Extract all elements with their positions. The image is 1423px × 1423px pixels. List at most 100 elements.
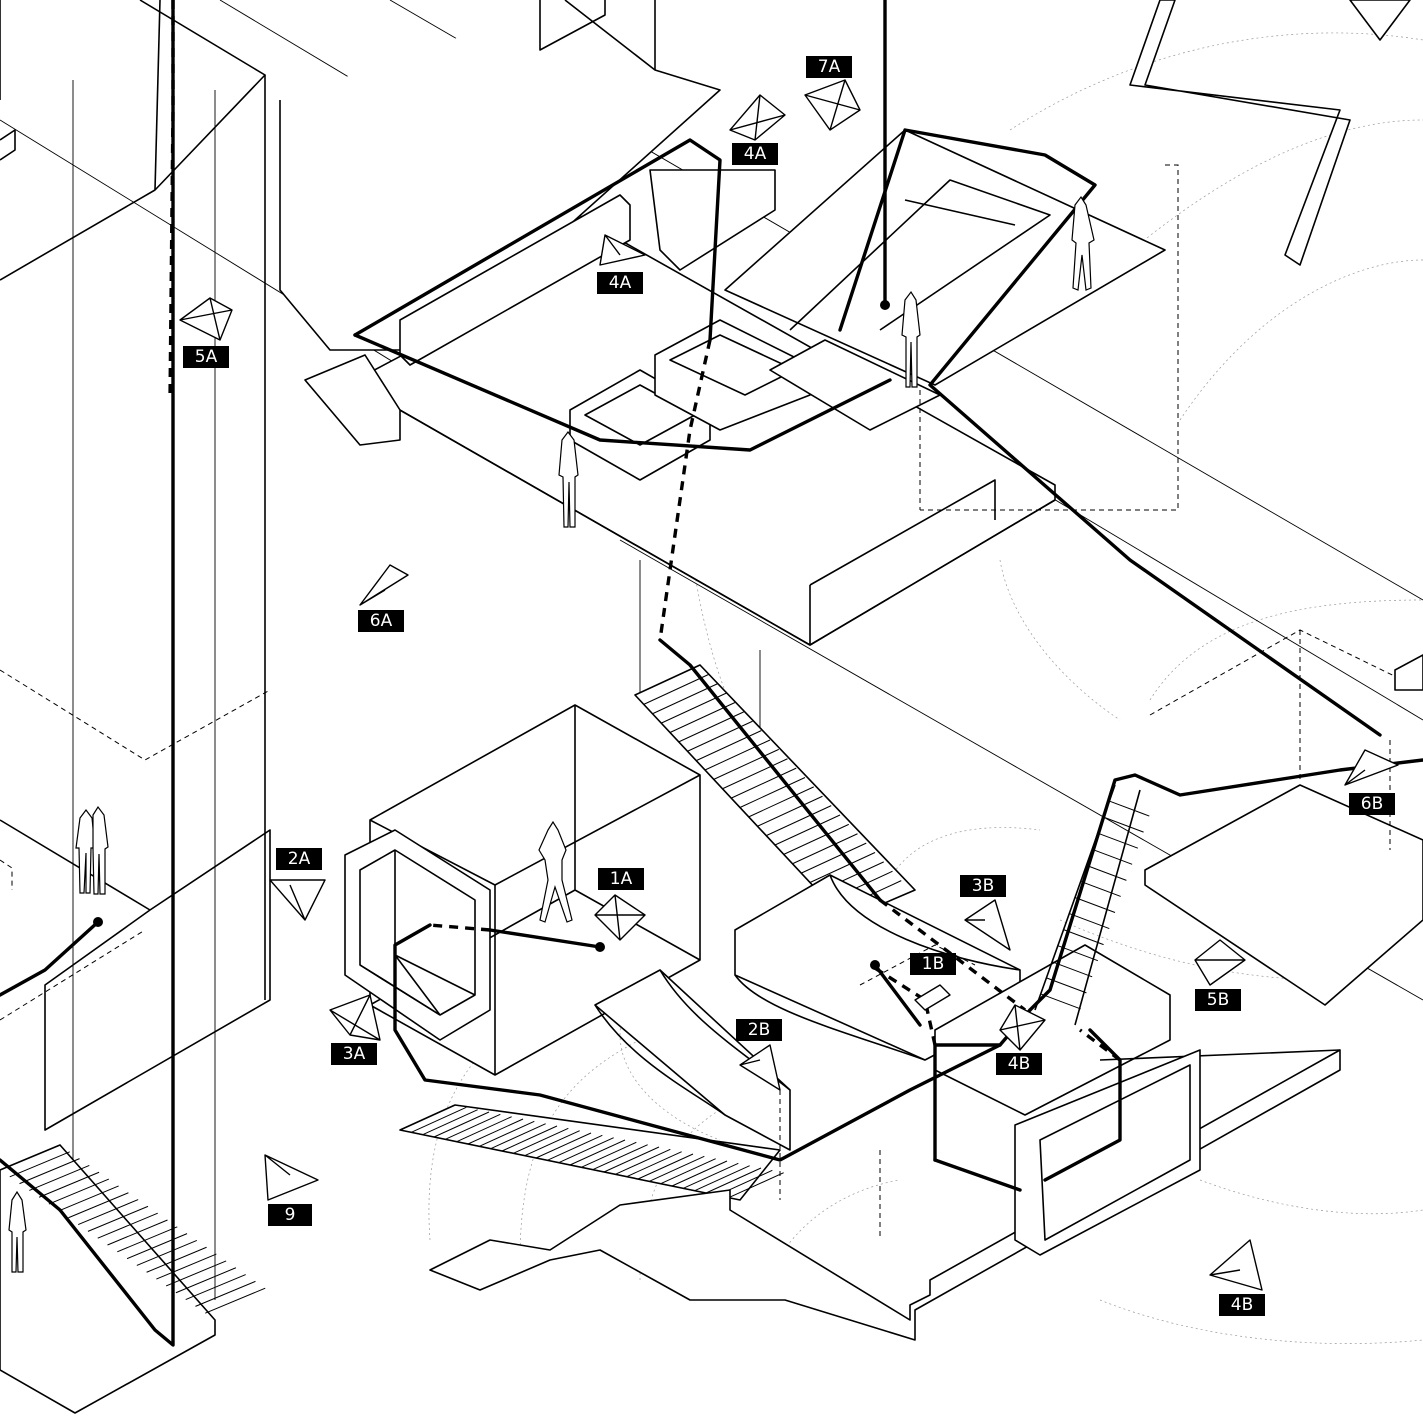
- lower-stair-treads-tread: [649, 1155, 705, 1182]
- lower-stair-treads-tread: [626, 1151, 682, 1178]
- lower-stair-treads: [411, 1106, 784, 1199]
- tag-6A: 6A: [358, 610, 404, 632]
- left-stair-treads-tread: [117, 1226, 178, 1253]
- svg-text:3A: 3A: [343, 1044, 366, 1064]
- svg-text:6A: 6A: [370, 611, 393, 631]
- svg-text:5A: 5A: [195, 347, 218, 367]
- left-stair-treads-tread: [195, 1280, 256, 1307]
- middle-stair-treads-tread: [704, 739, 771, 771]
- lower-stair-treads-tread: [581, 1141, 637, 1168]
- left-stair-treads-tread: [205, 1287, 266, 1314]
- ladder-rung-tread: [1040, 993, 1081, 1010]
- tag-9: 9: [268, 1204, 312, 1226]
- left-stair-treads-tread: [156, 1253, 217, 1280]
- left-stair-treads-tread: [146, 1246, 207, 1273]
- tag-2A: 2A: [276, 848, 322, 870]
- lower-stair-treads-tread: [683, 1162, 739, 1189]
- upper-platform: [279, 0, 1179, 646]
- middle-stair-treads-tread: [731, 767, 797, 799]
- ground-slab: [429, 1049, 1341, 1341]
- middle-stair-treads-tread: [801, 842, 867, 874]
- svg-text:5B: 5B: [1207, 990, 1229, 1010]
- middle-stair-treads-tread: [783, 823, 849, 855]
- tag-4B-low: 4B: [1219, 1294, 1265, 1316]
- svg-text:2B: 2B: [748, 1020, 770, 1040]
- lower-stair-treads-tread: [671, 1160, 728, 1187]
- left-stair-treads-tread: [107, 1219, 168, 1246]
- tag-6B: 6B: [1349, 793, 1395, 815]
- left-stair-treads-tread: [38, 1171, 100, 1198]
- svg-text:2A: 2A: [288, 849, 311, 869]
- left-stair-treads-tread: [136, 1239, 198, 1266]
- left-stair-treads-tread: [126, 1233, 188, 1260]
- svg-text:4B: 4B: [1008, 1054, 1030, 1074]
- svg-text:7A: 7A: [818, 57, 841, 77]
- lower-stair-treads-tread: [433, 1111, 490, 1138]
- ladder-rung-tread: [1086, 864, 1127, 881]
- svg-text:6B: 6B: [1361, 794, 1383, 814]
- view-markers: [179, 79, 1399, 1291]
- svg-text:4B: 4B: [1231, 1295, 1253, 1315]
- tag-4B: 4B: [996, 1053, 1042, 1075]
- ladder-rung-tread: [1097, 832, 1139, 849]
- lower-stair-treads-tread: [479, 1120, 535, 1147]
- left-stair-treads-tread: [87, 1205, 149, 1232]
- lower-stair-treads-tread: [524, 1130, 580, 1157]
- middle-stair-treads-tread: [739, 777, 806, 808]
- left-stair-treads-tread: [29, 1164, 90, 1191]
- left-stair-treads-tread: [48, 1178, 110, 1205]
- lower-stair-treads-tread: [694, 1165, 750, 1192]
- left-stair-treads-tread: [19, 1158, 80, 1185]
- middle-stair-treads-tread: [652, 683, 718, 715]
- lower-stair-treads-tread: [501, 1125, 558, 1152]
- tag-2B: 2B: [736, 1019, 782, 1041]
- view-tags: 7A 4A 4A 5A 6A 2A 1A 3B: [183, 56, 1395, 1316]
- tag-4A: 4A: [597, 272, 643, 294]
- tag-4A-top: 4A: [732, 143, 778, 165]
- lower-stair-treads-tread: [705, 1167, 762, 1194]
- left-stair-treads-tread: [185, 1274, 246, 1301]
- middle-stair-treads-tread: [713, 748, 779, 780]
- middle-stair-treads-tread: [696, 730, 762, 762]
- tag-5B: 5B: [1195, 989, 1241, 1011]
- tag-3B: 3B: [960, 875, 1006, 897]
- lower-stair-treads-tread: [411, 1106, 467, 1133]
- left-stair-treads-tread: [68, 1192, 129, 1219]
- lower-stair-treads-tread: [456, 1116, 512, 1143]
- middle-stair-treads-tread: [774, 814, 841, 846]
- ladder: [1034, 784, 1150, 1026]
- left-stair-treads-tread: [97, 1212, 158, 1239]
- svg-text:1A: 1A: [610, 869, 633, 889]
- middle-stair-treads-tread: [722, 758, 788, 790]
- lower-stair-treads-tread: [615, 1148, 671, 1175]
- right-platform: [1144, 629, 1423, 1006]
- middle-stair-treads-tread: [809, 852, 876, 883]
- upper-right-beam: [1129, 0, 1411, 266]
- lower-stair-treads-tread: [445, 1113, 501, 1140]
- middle-stair-treads-tread: [757, 795, 823, 827]
- lower-stair-treads-tread: [535, 1132, 592, 1159]
- tag-5A: 5A: [183, 346, 229, 368]
- ladder-rung-tread: [1063, 929, 1104, 946]
- ladder-rung: [1040, 800, 1150, 1010]
- human-figures: [8, 195, 1095, 1273]
- lower-stair-treads-tread: [592, 1144, 648, 1171]
- room-box: [344, 704, 701, 1076]
- ladder-rung-tread: [1069, 913, 1110, 930]
- ladder-rung-tread: [1080, 880, 1121, 897]
- lower-stair-treads-tread: [728, 1172, 784, 1199]
- left-tower: [0, 0, 271, 1131]
- middle-stair-treads-tread: [766, 805, 832, 837]
- lower-stair-treads-tread: [569, 1139, 626, 1166]
- middle-stair-treads-tread: [792, 833, 858, 865]
- ladder-rung-tread: [1103, 816, 1144, 833]
- lower-stair-treads-tread: [558, 1137, 614, 1164]
- lower-stair-treads-tread: [513, 1127, 569, 1154]
- tag-1A: 1A: [598, 868, 644, 890]
- svg-text:3B: 3B: [972, 876, 994, 896]
- lower-stair-treads-tread: [547, 1134, 603, 1161]
- lower-stair-treads-tread: [603, 1146, 660, 1173]
- svg-text:1B: 1B: [922, 954, 944, 974]
- lower-stair-treads-tread: [422, 1109, 478, 1136]
